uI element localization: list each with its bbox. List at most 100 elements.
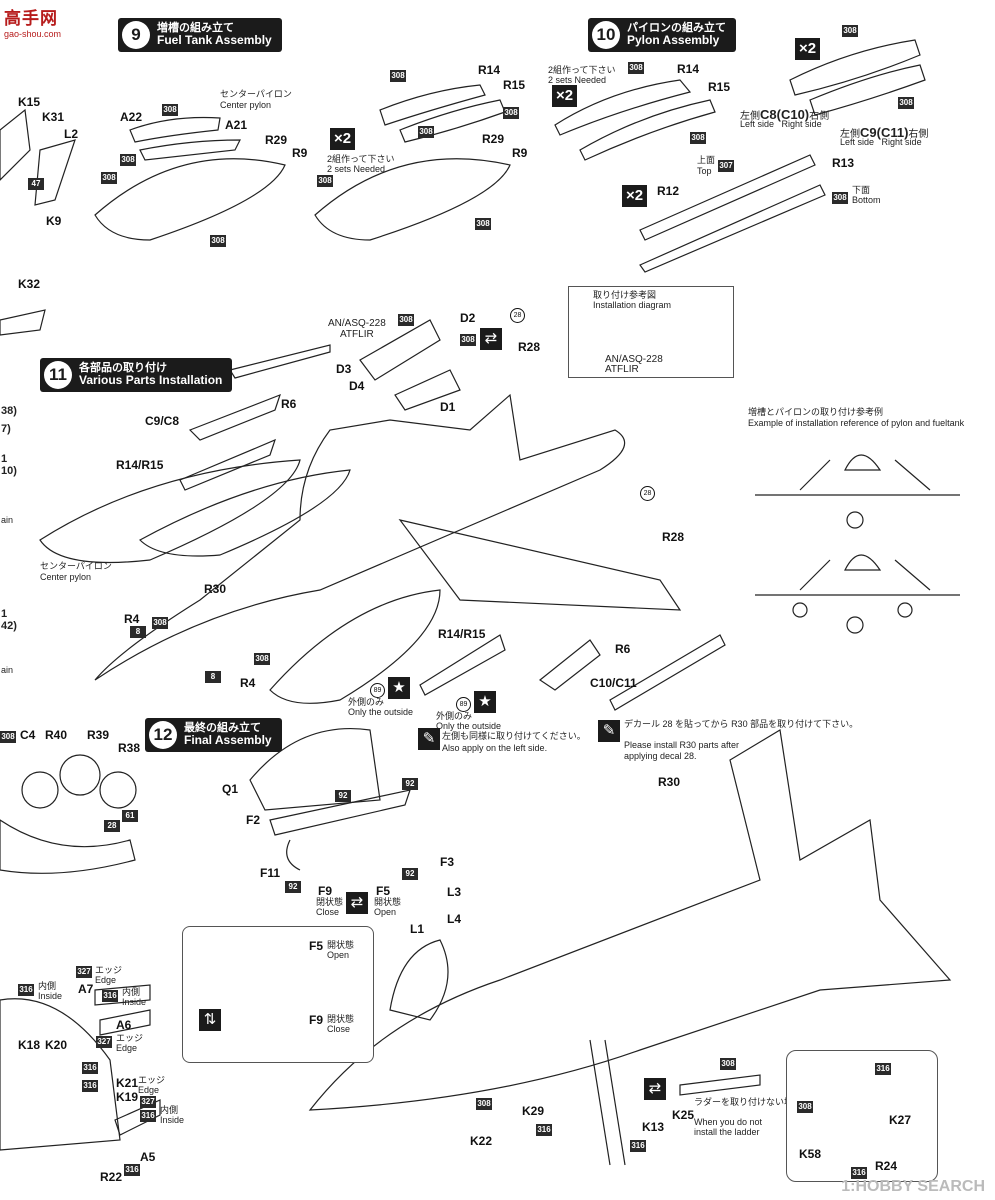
- part-L4: L4: [447, 912, 462, 926]
- paint-316: 316: [82, 1080, 98, 1092]
- paint-61: 61: [122, 810, 138, 822]
- paint-308: 308: [390, 70, 406, 82]
- paint-89: 89: [370, 683, 385, 698]
- edge-en: Edge: [116, 1043, 138, 1053]
- paint-316: 316: [82, 1062, 98, 1074]
- install-diagram-jp: 取り付け参考図: [593, 290, 657, 300]
- paint-308: 308: [152, 617, 168, 629]
- alternate-icon: ⇄: [480, 328, 502, 350]
- step-12-title-en: Final Assembly: [184, 733, 272, 748]
- part-R39: R39: [87, 728, 110, 742]
- paint-308: 308: [0, 731, 16, 743]
- part-F9: F9: [309, 1013, 324, 1027]
- left-side-c8: 左側C8(C10)右側: [740, 107, 830, 122]
- paint-308: 308: [475, 218, 491, 230]
- part-C10: (C10): [776, 107, 810, 122]
- logo-text: 高手网: [4, 9, 58, 28]
- x2-fuel-tank: ×2: [330, 128, 356, 150]
- cut-text: 7): [1, 423, 11, 435]
- paint-327: 327: [76, 966, 92, 978]
- paint-308: 308: [254, 653, 270, 665]
- step-9-title-en: Fuel Tank Assembly: [157, 33, 272, 48]
- alternate-icon: ⇅: [199, 1009, 221, 1031]
- part-R15: R15: [503, 78, 526, 92]
- install-diagram-en: Installation diagram: [593, 300, 672, 310]
- part-D2: D2: [460, 311, 476, 325]
- paint-92: 92: [285, 881, 301, 893]
- close-jp: 閉状態: [316, 897, 344, 907]
- part-K19: K19: [116, 1090, 139, 1104]
- step-12-number: 12: [149, 721, 177, 749]
- paint-89: 89: [456, 697, 471, 712]
- aircraft-step12-drawing: [308, 729, 952, 1111]
- paint-92: 92: [335, 790, 351, 802]
- top-jp: 上面: [697, 155, 716, 165]
- inside-en: Inside: [160, 1115, 185, 1125]
- paint-316: 316: [630, 1140, 646, 1152]
- atflir-label-b: ATFLIR: [340, 329, 374, 340]
- part-F9: F9: [318, 884, 333, 898]
- part-A7: A7: [78, 982, 94, 996]
- part-K22: K22: [470, 1134, 493, 1148]
- part-C9C8: C9/C8: [145, 414, 180, 428]
- paint-316: 316: [124, 1164, 140, 1176]
- paint-92: 92: [402, 778, 418, 790]
- part-L1: L1: [410, 922, 425, 936]
- sets-needed-jp: 2組作って下さい: [327, 154, 395, 164]
- logo-site: gao-shou.com: [4, 29, 62, 39]
- part-L2: L2: [64, 127, 79, 141]
- close-en: Close: [327, 1024, 351, 1034]
- right-jp: 右側: [809, 111, 830, 122]
- bottom-jp: 下面: [852, 185, 871, 195]
- cut-text: 10): [1, 465, 17, 477]
- paint-316: 316: [851, 1167, 867, 1179]
- sets-needed-en: 2 sets Needed: [327, 164, 386, 174]
- part-R13: R13: [832, 156, 855, 170]
- ladder-en2: install the ladder: [694, 1127, 760, 1137]
- inside-en: Inside: [122, 997, 147, 1007]
- paint-308: 308: [460, 334, 476, 346]
- paint-316: 316: [536, 1124, 552, 1136]
- inside-jp: 内側: [160, 1105, 179, 1115]
- part-K58: K58: [799, 1147, 822, 1161]
- paint-308: 308: [503, 107, 519, 119]
- cut-text: 38): [1, 405, 17, 417]
- part-C8: C8: [760, 107, 777, 122]
- part-A5: A5: [140, 1150, 156, 1164]
- paint-316: 316: [18, 984, 34, 996]
- part-R6: R6: [615, 642, 631, 656]
- part-K25: K25: [672, 1108, 695, 1122]
- step-10-title-jp: パイロンの組み立て: [627, 21, 726, 34]
- outside-en: Only the outside: [348, 707, 414, 717]
- part-R28: R28: [662, 530, 685, 544]
- part-K21: K21: [116, 1076, 139, 1090]
- part-R15: R15: [708, 80, 731, 94]
- paint-308: 308: [162, 104, 178, 116]
- outside-jp: 外側のみ: [436, 711, 473, 721]
- centre-fuel-tank-drawing: [39, 459, 301, 564]
- installation-diagram-inset: 取り付け参考図 Installation diagram AN/ASQ-228 …: [568, 286, 734, 378]
- ladder-en1: When you do not: [694, 1117, 763, 1127]
- close-jp: 閉状態: [327, 1014, 355, 1024]
- part-F2: F2: [246, 813, 261, 827]
- paint-308: 308: [398, 314, 414, 326]
- star-icon: ★: [388, 677, 410, 699]
- part-R29: R29: [482, 132, 505, 146]
- paint-8: 8: [205, 671, 221, 683]
- inset-atflir-b: ATFLIR: [605, 364, 639, 375]
- part-R24: R24: [875, 1159, 898, 1173]
- part-D3: D3: [336, 362, 352, 376]
- paint-308: 308: [628, 62, 644, 74]
- center-pylon-jp: センターパイロン: [220, 89, 292, 99]
- sets-needed-jp: 2組作って下さい: [548, 65, 616, 75]
- part-K27: K27: [889, 1113, 912, 1127]
- part-C4: C4: [20, 728, 36, 742]
- paint-316: 316: [102, 990, 118, 1002]
- inset-atflir-a: AN/ASQ-228: [605, 354, 663, 365]
- paint-327: 327: [140, 1096, 156, 1108]
- edge-en: Edge: [138, 1085, 160, 1095]
